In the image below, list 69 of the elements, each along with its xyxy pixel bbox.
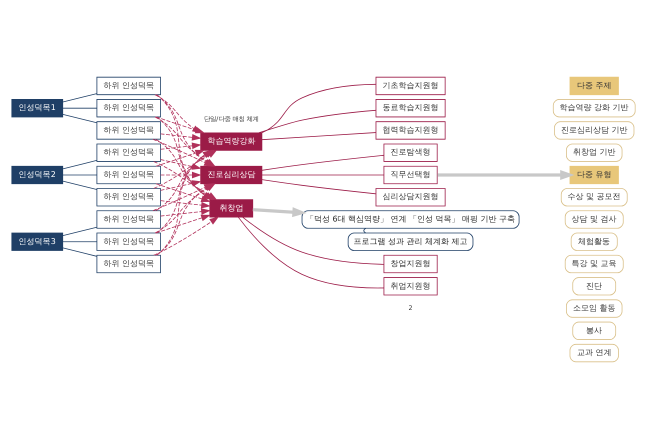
node-box: 하위 인성덕목: [96, 210, 161, 228]
connector: [62, 160, 98, 169]
connector: [62, 247, 98, 256]
node-box: 취창업 기반: [566, 143, 622, 162]
arrow: [156, 214, 211, 233]
node-box: 진로심리상담: [200, 165, 262, 184]
connector: [262, 178, 376, 194]
node-box: 학습역량강화: [200, 132, 262, 150]
node-box: 봉사: [572, 321, 616, 340]
node-box: 하위 인성덕목: [96, 254, 161, 273]
node-box: 하위 인성덕목: [96, 165, 161, 184]
arrow: [156, 182, 211, 202]
arrow: [160, 208, 211, 216]
node-box: 인성덕목3: [11, 232, 64, 250]
node-box: 협력학습지원형: [376, 120, 446, 140]
node-box: 프로그램 성과 관리 체계화 제고: [348, 232, 474, 250]
arrow: [160, 132, 202, 140]
connector: [62, 92, 98, 102]
node-box: 교과 연계: [570, 343, 619, 362]
connector: [242, 216, 384, 264]
arrow: [160, 180, 202, 190]
node-box: 직무선택형: [384, 165, 438, 184]
node-box: 하위 인성덕목: [96, 143, 161, 162]
node-box: 진단: [572, 276, 616, 295]
node-box: 하위 인성덕목: [96, 232, 161, 250]
node-box: 소모임 활동: [566, 298, 622, 318]
node-box: 하위 인성덕목: [96, 120, 161, 140]
connector: [261, 83, 376, 133]
node-box: 하위 인성덕목: [96, 188, 161, 206]
node-box: 다중 유형: [570, 165, 619, 184]
arrow: [153, 216, 219, 256]
node-box: 심리상담지원형: [376, 188, 446, 206]
connector: [363, 227, 366, 233]
node-box: 수상 및 공모전: [560, 188, 628, 206]
node-box: 학습역량 강화 기반: [552, 98, 636, 117]
connector: [62, 113, 98, 123]
node-box: 특강 및 교육: [564, 254, 624, 273]
connector: [62, 226, 98, 236]
arrow: [160, 200, 211, 208]
node-box: 하위 인성덕목: [96, 76, 161, 95]
node-box: 창업지원형: [384, 254, 438, 273]
node-box: 인성덕목1: [11, 98, 64, 117]
connector: [62, 180, 98, 190]
node-box: 진로심리상담 기반: [554, 120, 634, 140]
node-box: 동료학습지원형: [376, 98, 446, 117]
arrow: [156, 149, 205, 166]
connector: [262, 154, 384, 170]
node-box: 취창업: [209, 198, 254, 218]
node-box: 취업지원형: [384, 276, 438, 295]
connector: [258, 109, 376, 133]
node-box: 인성덕목2: [11, 165, 64, 184]
node-box: 진로탐색형: [384, 143, 438, 162]
connector: [62, 174, 98, 175]
node-box: 다중 주제: [570, 76, 619, 95]
arrow: [437, 169, 575, 180]
node-box: 상담 및 검사: [564, 210, 624, 228]
connector: [62, 240, 98, 242]
arrow: [252, 206, 307, 217]
node-box: 「덕성 6대 핵심역량」 연계 「인성 덕목」 매핑 기반 구축: [302, 210, 520, 228]
arrow: [160, 171, 202, 178]
connector: [62, 107, 98, 108]
node-box: 체험활동: [570, 232, 618, 250]
arrow: [160, 158, 202, 170]
connector: [238, 216, 384, 288]
arrow: [160, 142, 202, 150]
connector: [262, 132, 376, 140]
connector: [262, 174, 384, 175]
node-box: 기초학습지원형: [376, 76, 446, 95]
node-box: 하위 인성덕목: [96, 98, 161, 117]
